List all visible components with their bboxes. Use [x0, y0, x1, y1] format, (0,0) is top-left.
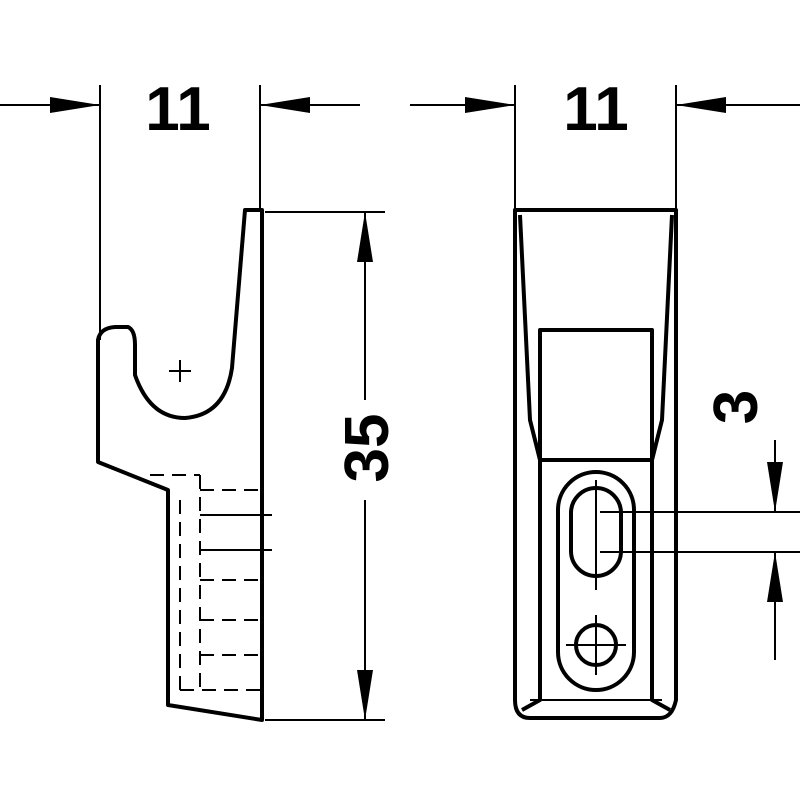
dimension-height: 35	[265, 211, 402, 721]
dimension-front-width: 11	[410, 75, 800, 210]
dimension-slot-offset: 3	[600, 390, 800, 660]
dimension-label-side-width: 11	[145, 75, 211, 144]
dimension-side-width: 11	[0, 75, 360, 340]
dimension-label-front-width: 11	[563, 75, 629, 144]
front-view-bracket	[513, 208, 678, 720]
dimension-label-height: 35	[333, 414, 402, 483]
dimension-label-slot-offset: 3	[702, 390, 771, 424]
side-view-hook	[96, 208, 272, 722]
